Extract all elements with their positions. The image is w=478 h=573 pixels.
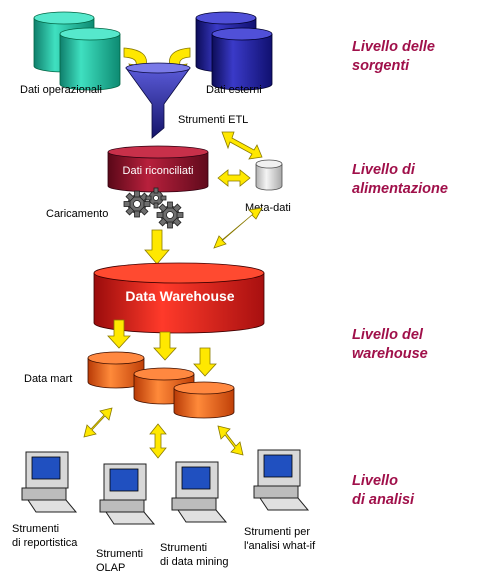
olap-tools-label-1: Strumenti xyxy=(96,548,143,560)
operational-data-label: Dati operazionali xyxy=(20,84,102,96)
etl-tools-label: Strumenti ETL xyxy=(178,114,248,126)
operational-db-icon xyxy=(33,11,121,91)
computer-icon xyxy=(21,449,310,525)
etl-metadata-arrow-icon xyxy=(221,131,263,160)
reconciled-data-label: Dati riconciliati xyxy=(123,165,194,177)
reconciled-db-icon xyxy=(107,145,209,193)
datamart-tools-arrow-icon xyxy=(83,407,244,459)
metadata-db-icon xyxy=(255,159,283,191)
data-mining-tools-label-2: di data mining xyxy=(160,556,229,568)
olap-tools-label-2: OLAP xyxy=(96,562,125,573)
reporting-tools-label-2: di reportistica xyxy=(12,537,78,549)
warehouse-datamart-arrow-icon xyxy=(107,319,217,377)
loading-arrow-icon xyxy=(144,229,170,265)
funnel-icon xyxy=(125,62,191,139)
level-sources-label-1: Livello delle xyxy=(352,39,435,55)
reconciled-metadata-arrow-icon xyxy=(217,169,251,187)
metadata-warehouse-arrow-icon xyxy=(213,207,263,249)
gear-icon xyxy=(123,187,184,229)
data-warehouse-label: Data Warehouse xyxy=(125,288,234,304)
whatif-tools-label-2: l'analisi what-if xyxy=(244,540,316,552)
data-mart-label: Data mart xyxy=(24,373,72,385)
reporting-tools-label-1: Strumenti xyxy=(12,523,59,535)
data-warehouse-db-icon xyxy=(93,262,265,334)
level-warehouse-label-1: Livello del xyxy=(352,327,424,343)
whatif-tools-label-1: Strumenti per xyxy=(244,526,310,538)
external-data-label: Dati esterni xyxy=(206,84,262,96)
level-warehouse-label-2: warehouse xyxy=(352,346,428,362)
external-db-icon xyxy=(195,11,273,91)
data-mining-tools-label-1: Strumenti xyxy=(160,542,207,554)
loading-label: Caricamento xyxy=(46,208,108,220)
level-sources-label-2: sorgenti xyxy=(352,58,410,74)
datamart-db-icon xyxy=(87,351,235,419)
level-analysis-label-1: Livello xyxy=(352,473,398,489)
level-feeding-label-1: Livello di xyxy=(352,162,416,178)
level-feeding-label-2: alimentazione xyxy=(352,181,448,197)
level-analysis-label-2: di analisi xyxy=(352,492,415,508)
